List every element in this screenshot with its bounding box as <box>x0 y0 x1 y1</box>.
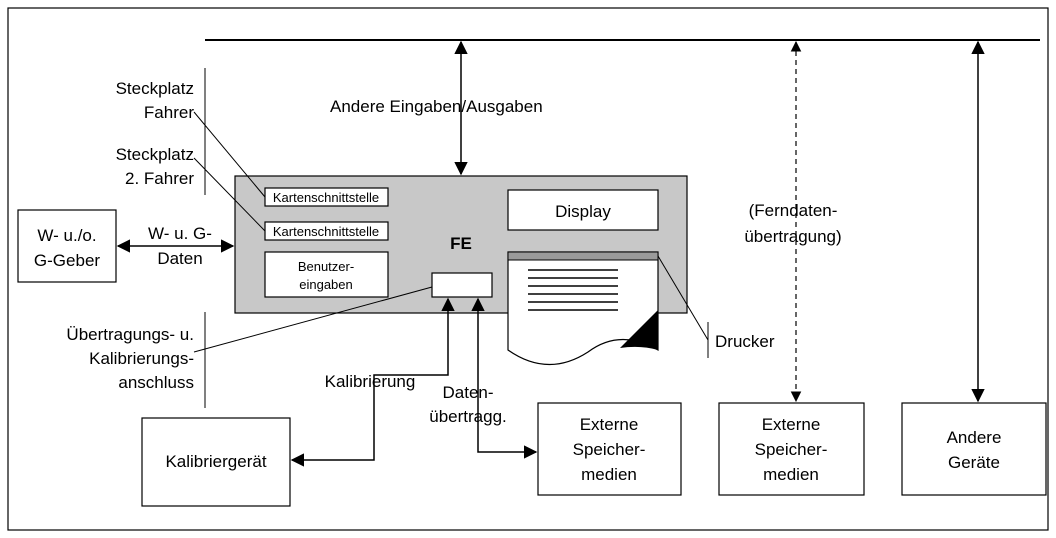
label-slot-driver-2: Fahrer <box>144 103 194 122</box>
label-sensor-data-2: Daten <box>157 249 202 268</box>
external-storage-1-box <box>537 402 682 496</box>
label-port-1: Übertragungs- u. <box>66 325 194 344</box>
label-remote-1: (Ferndaten- <box>749 201 838 220</box>
label-other-devices-1: Andere <box>947 428 1002 447</box>
user-input-box <box>264 251 389 298</box>
label-other-io: Andere Eingaben/Ausgaben <box>330 97 543 116</box>
label-slot-driver-1: Steckplatz <box>116 79 194 98</box>
label-slot-codriver-2: 2. Fahrer <box>125 169 194 188</box>
label-download-2: übertragg. <box>429 407 507 426</box>
label-ext-storage-1-b: Speicher- <box>573 440 646 459</box>
label-user-input-2: eingaben <box>299 277 353 292</box>
label-download-1: Daten- <box>442 383 493 402</box>
label-sensor-2: G-Geber <box>34 251 100 270</box>
label-port-2: Kalibrierungs- <box>89 349 194 368</box>
label-slot-codriver-1: Steckplatz <box>116 145 194 164</box>
arrow-calibration <box>290 297 455 467</box>
label-ext-storage-2-c: medien <box>763 465 819 484</box>
label-ext-storage-2-a: Externe <box>762 415 821 434</box>
leader-printer <box>657 255 709 341</box>
label-ext-storage-1-c: medien <box>581 465 637 484</box>
external-storage-2-box <box>718 402 865 496</box>
label-sensor-data-1: W- u. G- <box>148 224 212 243</box>
label-sensor-1: W- u./o. <box>37 226 96 245</box>
display-box <box>507 189 659 231</box>
connector-port <box>431 272 493 298</box>
label-fe: FE <box>450 234 472 253</box>
outer-frame <box>7 7 1049 531</box>
label-user-input-1: Benutzer- <box>298 259 354 274</box>
printer-icon <box>507 251 659 366</box>
label-ext-storage-2-b: Speicher- <box>755 440 828 459</box>
label-port-3: anschluss <box>118 373 194 392</box>
calibrator-box <box>141 417 291 507</box>
speed-sensor-box <box>17 209 117 283</box>
arrow-download <box>471 297 538 459</box>
label-ext-storage-1-a: Externe <box>580 415 639 434</box>
leader-slot-driver <box>193 111 266 198</box>
label-calibrator: Kalibriergerät <box>165 452 266 471</box>
leader-slot-codriver <box>193 157 266 232</box>
label-other-devices-2: Geräte <box>948 453 1000 472</box>
label-calibration: Kalibrierung <box>325 372 416 391</box>
label-card-interface-2: Kartenschnittstelle <box>273 224 379 239</box>
other-devices-box <box>901 402 1047 496</box>
label-printer: Drucker <box>715 332 775 351</box>
label-display: Display <box>555 202 611 221</box>
label-card-interface-1: Kartenschnittstelle <box>273 190 379 205</box>
label-remote-2: übertragung) <box>744 227 841 246</box>
